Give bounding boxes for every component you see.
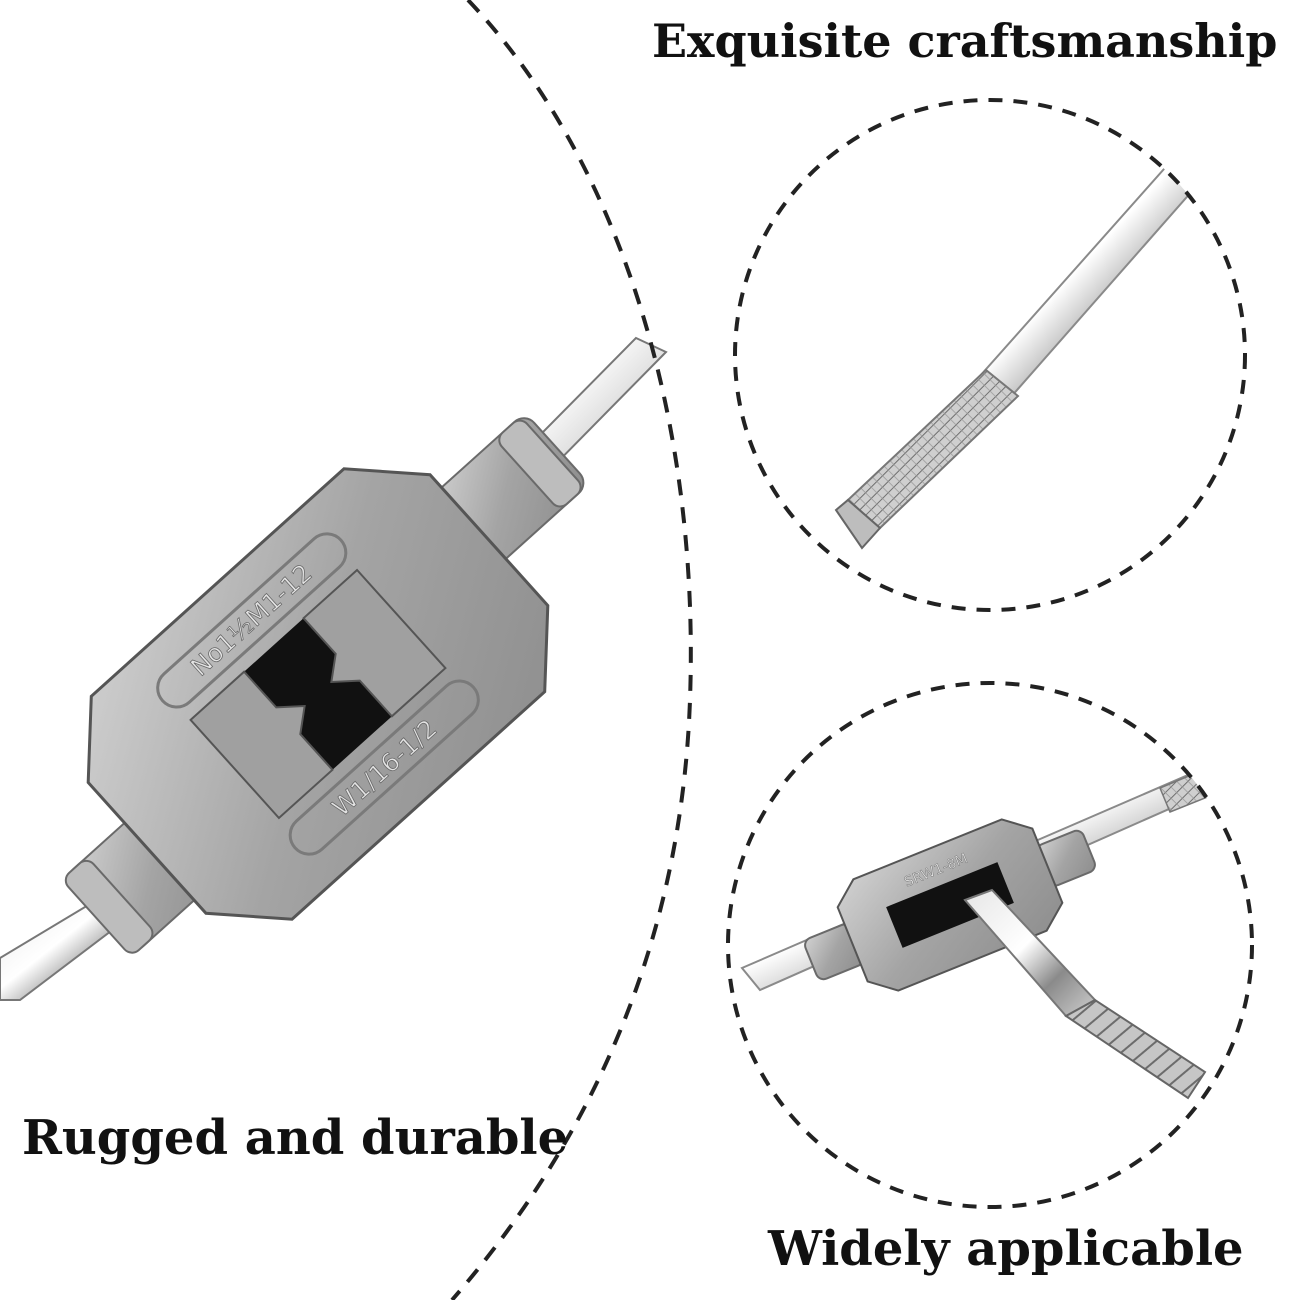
caption-exquisite-craftsmanship: Exquisite craftsmanship — [652, 14, 1278, 68]
inset-knurled-handle — [834, 158, 1202, 550]
tap-wrench-main: No1½M1-12 W1/16-1/2 — [0, 336, 668, 1001]
caption-rugged-and-durable: Rugged and durable — [22, 1110, 569, 1166]
inset-frame-top — [733, 98, 1247, 612]
knurled-grip — [846, 368, 1020, 530]
caption-widely-applicable: Widely applicable — [768, 1221, 1244, 1277]
section-divider-arc — [450, 0, 693, 1300]
wrench-body: No1½M1-12 W1/16-1/2 — [86, 467, 550, 921]
inset-wrench-with-tap: SRW1-8M — [740, 764, 1226, 1100]
tap-thread — [1064, 998, 1207, 1100]
inset-frame-bottom — [726, 681, 1254, 1209]
